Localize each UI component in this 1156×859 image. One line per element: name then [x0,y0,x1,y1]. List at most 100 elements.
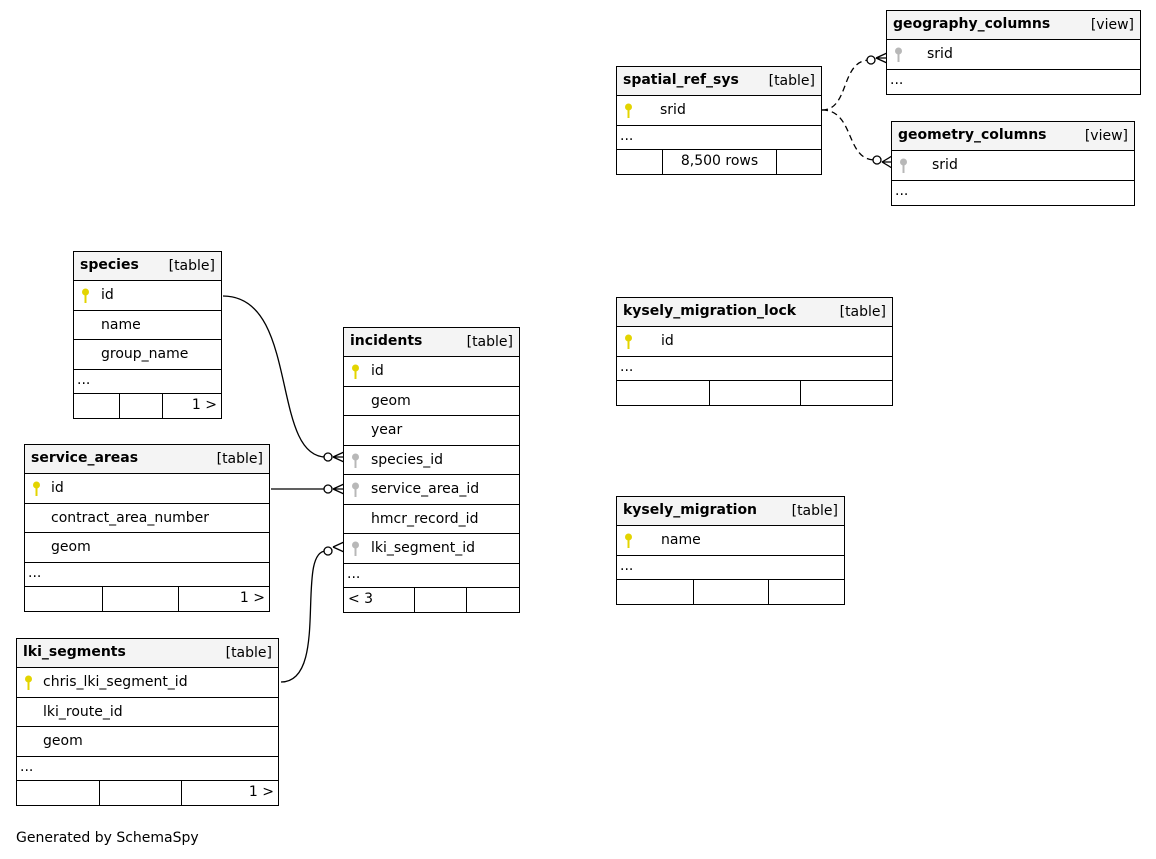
more-columns[interactable]: ... [617,126,821,150]
table-kind: [view] [1090,17,1134,33]
primary-key-icon [625,334,632,349]
more-columns[interactable]: ... [890,71,904,88]
table-name: service_areas [31,450,139,466]
table-kind: [table] [216,451,263,467]
referencing-tables-link[interactable]: < 3 [348,590,374,607]
column-name: species_id [371,451,444,468]
column-row[interactable]: species_id [344,446,519,475]
edge-species-incidents [222,295,327,458]
more-columns[interactable]: ... [74,370,221,394]
primary-key-icon [625,533,632,548]
more-columns[interactable]: ... [25,563,269,587]
table-kind: [view] [1084,128,1128,144]
column-name: srid [660,102,686,118]
table-name: incidents [350,333,423,349]
column-row[interactable]: lki_route_id [17,698,278,727]
column-row[interactable]: id [74,281,221,311]
table-kysely-migration[interactable]: kysely_migration[table] name ... [616,496,845,605]
column-row[interactable]: id [344,357,519,387]
primary-key-icon [25,675,32,690]
column-name: lki_segment_id [371,540,476,556]
table-footer: < 3 [344,587,519,612]
column-name: hmcr_record_id [371,510,479,527]
column-name: id [51,480,64,496]
table-spatial-ref-sys[interactable]: spatial_ref_sys [table] srid ... 8,500 ro… [616,66,822,175]
column-row[interactable]: id [25,474,269,504]
column-name: id [371,363,384,379]
table-footer [617,380,892,405]
related-tables-link[interactable]: 1 > [191,396,217,413]
more-columns[interactable]: ... [344,564,519,588]
table-kind: [table] [839,304,886,320]
foreign-key-icon [352,453,359,468]
table-kind: [table] [768,73,815,89]
column-name: geom [51,539,91,555]
primary-key-icon [33,481,40,496]
column-row[interactable]: name [74,311,221,340]
column-name: lki_route_id [43,703,123,720]
table-name: lki_segments [23,644,126,660]
foreign-key-icon [900,158,907,173]
table-kind: [table] [168,258,215,274]
table-kind: [table] [225,645,272,661]
column-name: srid [932,157,958,173]
table-name: species [80,257,139,273]
table-name: geometry_columns [898,127,1047,143]
column-name: id [661,333,674,349]
primary-key-icon [82,288,89,303]
column-name: id [101,287,114,303]
table-footer: 8,500 rows [617,149,821,174]
edge-lki-segments-incidents [280,550,327,683]
more-columns[interactable]: ... [17,757,278,781]
table-kind: [table] [466,334,513,350]
related-tables-link[interactable]: 1 > [239,589,265,606]
column-row[interactable]: service_area_id [344,475,519,505]
column-name: srid [927,46,953,62]
foreign-key-icon [352,541,359,556]
table-geometry-columns[interactable]: geometry_columns [view] srid ... [891,121,1135,206]
column-name: name [661,532,701,548]
table-geography-columns[interactable]: geography_columns [view] srid ... [886,10,1141,95]
table-incidents[interactable]: incidents [table] id geom year species_id… [343,327,520,613]
more-columns[interactable]: ... [617,357,892,381]
column-row[interactable]: chris_lki_segment_id [17,668,278,698]
table-footer: 1 > [74,393,221,418]
table-kysely-migration-lock[interactable]: kysely_migration_lock [table] id ... [616,297,893,406]
column-row[interactable]: geom [25,533,269,563]
column-name: service_area_id [371,481,480,497]
column-row[interactable]: group_name [74,340,221,370]
column-row[interactable]: geom [344,387,519,416]
column-row[interactable]: hmcr_record_id [344,505,519,534]
column-row[interactable]: geom [17,727,278,757]
column-row[interactable]: name [617,526,844,556]
column-name: group_name [101,346,189,362]
column-row[interactable]: srid [617,96,821,126]
column-name: contract_area_number [51,509,210,526]
column-row[interactable]: year [344,416,519,446]
column-row[interactable]: srid [887,40,1140,70]
column-row[interactable]: lki_segment_id [344,534,519,564]
table-service-areas[interactable]: service_areas [table] id contract_area_nu… [24,444,270,612]
related-tables-link[interactable]: 1 > [248,783,274,800]
table-species[interactable]: species [table] id name group_name ... 1 … [73,251,222,419]
row-count: 8,500 rows [680,152,759,169]
column-name: chris_lki_segment_id [43,674,188,690]
column-row[interactable]: id [617,327,892,357]
column-name: name [101,316,141,333]
column-row[interactable]: srid [892,151,1134,181]
edge-spatial-geography [821,59,871,111]
table-kind: [table] [791,503,838,519]
primary-key-icon [352,364,359,379]
column-row[interactable]: contract_area_number [25,504,269,533]
table-name: geography_columns [893,16,1051,32]
table-name: spatial_ref_sys [623,72,739,88]
foreign-key-icon [895,47,902,62]
edge-spatial-geometry [821,109,876,161]
more-columns[interactable]: ... [895,182,909,199]
column-name: geom [43,733,83,749]
table-name: kysely_migration_lock [623,303,797,319]
table-lki-segments[interactable]: lki_segments [table] chris_lki_segment_id… [16,638,279,806]
column-name: year [371,422,403,438]
more-columns[interactable]: ... [617,556,844,580]
